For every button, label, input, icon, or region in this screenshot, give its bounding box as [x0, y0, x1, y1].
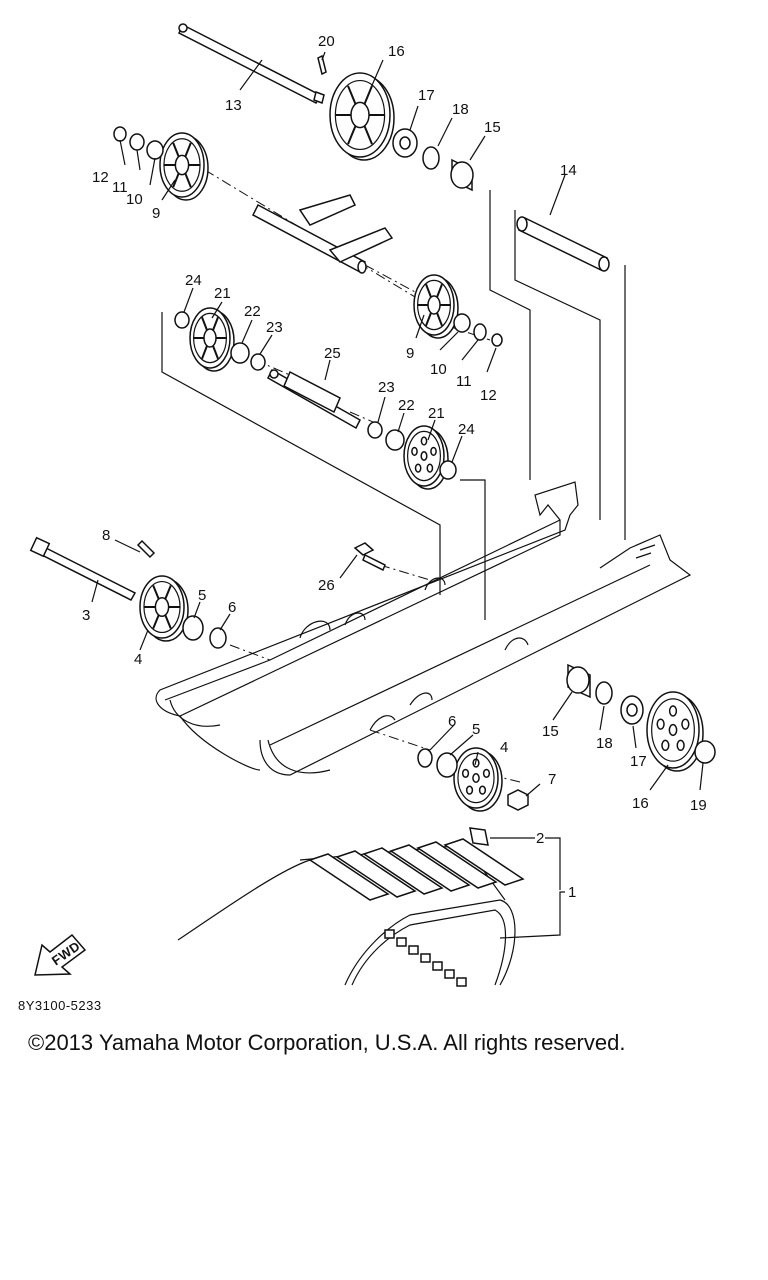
callout-23-left: 23: [266, 319, 283, 336]
wheel-21-right: [403, 425, 449, 490]
callout-4-right: 4: [500, 739, 508, 756]
callout-6-right: 6: [448, 713, 456, 730]
track-lug: [308, 853, 390, 901]
shaft-3: [29, 536, 137, 601]
track-lug: [362, 847, 444, 895]
wheel-9-right: [413, 274, 459, 339]
track-lug: [443, 838, 525, 886]
wheel-16-right: [646, 691, 704, 772]
fwd-arrow-icon: FWD: [34, 933, 87, 976]
callout-9-right: 9: [406, 345, 414, 362]
callout-10-right: 10: [430, 361, 447, 378]
shaft-13: [177, 23, 325, 105]
wheel-21-left: [189, 307, 235, 372]
callout-18-top: 18: [452, 101, 469, 118]
callout-11-right: 11: [456, 373, 472, 390]
callout-24-right: 24: [458, 421, 475, 438]
track-assembly: [177, 838, 525, 987]
callout-15-top: 15: [484, 119, 501, 136]
track-clip: [432, 961, 443, 971]
callout-16-right: 16: [632, 795, 649, 812]
callout-22-right: 22: [398, 397, 415, 414]
callout-22-left: 22: [244, 303, 261, 320]
callout-17-right: 17: [630, 753, 647, 770]
callout-12-right: 12: [480, 387, 497, 404]
wheels-group: [139, 72, 704, 812]
shaft-25: [267, 368, 361, 430]
wheel-16-top: [329, 72, 395, 161]
cross-shaft-frame: [252, 194, 394, 274]
callout-19: 19: [690, 797, 707, 814]
track-lug: [416, 841, 498, 889]
callout-5-left: 5: [198, 587, 206, 604]
callout-11-left: 11: [112, 179, 128, 196]
callout-14: 14: [560, 162, 577, 179]
track-clip: [396, 937, 407, 947]
callout-21-right: 21: [428, 405, 445, 422]
callout-3: 3: [82, 607, 90, 624]
callout-15-right: 15: [542, 723, 559, 740]
track-lug: [389, 844, 471, 892]
callout-13: 13: [225, 97, 242, 114]
callout-24-left: 24: [185, 272, 202, 289]
callout-numbers: 13 20 16 17 18 15 14 12 11 10 9 24 21 22…: [82, 33, 707, 901]
shaft-14: [516, 216, 610, 272]
copyright-notice: ©2013 Yamaha Motor Corporation, U.S.A. A…: [28, 1030, 626, 1055]
callout-7: 7: [548, 771, 556, 788]
track-clip: [444, 969, 455, 979]
callout-26: 26: [318, 577, 335, 594]
wheel-4-left: [139, 575, 189, 642]
track-clip: [456, 977, 467, 987]
callout-2: 2: [536, 830, 544, 847]
callout-leaders: [91, 51, 704, 939]
callout-23-right: 23: [378, 379, 395, 396]
slide-rail-frame: [155, 481, 692, 776]
callout-21-left: 21: [214, 285, 231, 302]
callout-16-top: 16: [388, 43, 405, 60]
callout-1: 1: [568, 884, 576, 901]
track-clip: [384, 929, 395, 939]
wheel-4-right: [453, 747, 503, 812]
small-parts: [113, 54, 716, 846]
drawing-code: 8Y3100-5233: [18, 998, 102, 1013]
callout-8: 8: [102, 527, 110, 544]
wheel-9-left: [159, 132, 209, 201]
track-lug: [335, 850, 417, 898]
callout-5-right: 5: [472, 721, 480, 738]
callout-18-right: 18: [596, 735, 613, 752]
callout-20: 20: [318, 33, 335, 50]
callout-6-left: 6: [228, 599, 236, 616]
track-clip: [408, 945, 419, 955]
callout-4-left: 4: [134, 651, 142, 668]
callout-17-top: 17: [418, 87, 435, 104]
track-clip: [420, 953, 431, 963]
callout-25: 25: [324, 345, 341, 362]
callout-12-left: 12: [92, 169, 109, 186]
callout-9-left: 9: [152, 205, 160, 222]
callout-10-left: 10: [126, 191, 143, 208]
